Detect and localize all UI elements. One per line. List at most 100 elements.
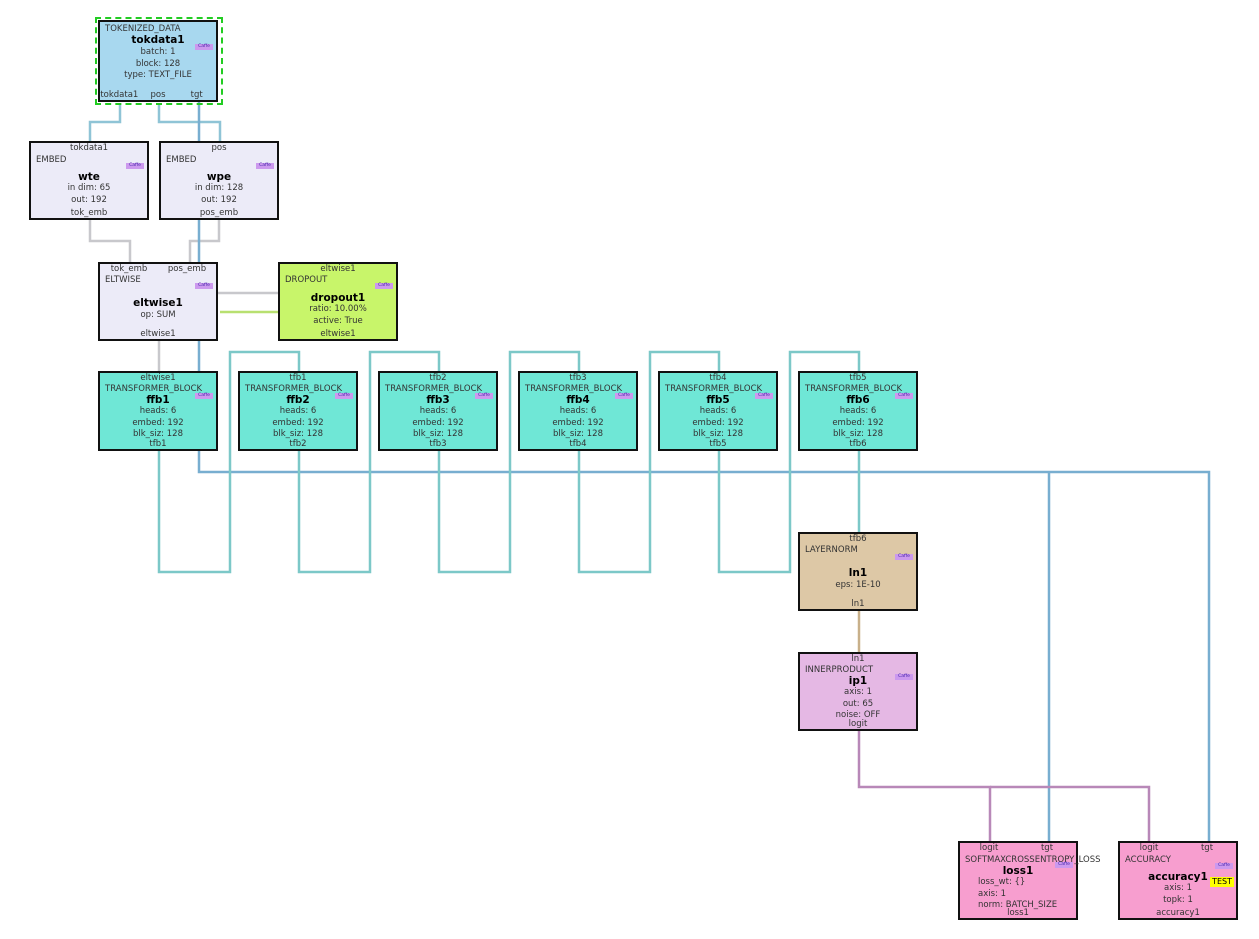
input-ports: logit tgt [960, 843, 1076, 853]
output-ports: tfb5 [660, 439, 776, 449]
input-port[interactable]: tok_emb [110, 264, 148, 274]
node-name: ffb4 [566, 394, 590, 406]
output-ports: tfb4 [520, 439, 636, 449]
node-params: axis: 1 topk: 1 [1120, 883, 1236, 906]
param: blk_siz: 128 [693, 429, 743, 439]
param: blk_siz: 128 [833, 429, 883, 439]
output-port[interactable]: tfb6 [849, 439, 867, 449]
node-name: ffb1 [146, 394, 170, 406]
output-port-tgt[interactable]: tgt [190, 90, 203, 100]
node-eltwise1[interactable]: tok_emb pos_emb ELTWISE Caffe eltwise1 o… [98, 262, 218, 341]
input-port[interactable]: tfb1 [289, 373, 307, 383]
caffe-badge: Caffe [375, 283, 393, 289]
input-port[interactable]: pos [211, 143, 227, 153]
node-params: heads: 6 embed: 192 blk_siz: 128 [240, 406, 356, 441]
output-port[interactable]: eltwise1 [140, 329, 176, 339]
node-ffb2[interactable]: tfb1 TRANSFORMER_BLOCK Caffe ffb2 heads:… [238, 371, 358, 451]
output-port[interactable]: tfb3 [429, 439, 447, 449]
node-params: heads: 6 embed: 192 blk_siz: 128 [100, 406, 216, 441]
caffe-badge: Caffe [335, 393, 353, 399]
node-ip1[interactable]: ln1 INNERPRODUCT Caffe ip1 axis: 1 out: … [798, 652, 918, 731]
input-port[interactable]: tfb3 [569, 373, 587, 383]
node-ln1[interactable]: tfb6 LAYERNORM Caffe ln1 eps: 1E-10 ln1 [798, 532, 918, 611]
input-ports: tfb6 [800, 534, 916, 544]
node-dropout1[interactable]: eltwise1 DROPOUT Caffe dropout1 ratio: 1… [278, 262, 398, 341]
output-port[interactable]: eltwise1 [320, 329, 356, 339]
input-port[interactable]: logit [979, 843, 999, 853]
output-port[interactable]: tfb2 [289, 439, 307, 449]
node-ffb3[interactable]: tfb2 TRANSFORMER_BLOCK Caffe ffb3 heads:… [378, 371, 498, 451]
node-name: ln1 [848, 567, 868, 579]
input-port[interactable]: tgt [1040, 843, 1054, 853]
output-port-tokdata1[interactable]: tokdata1 [100, 90, 139, 100]
input-port[interactable]: ln1 [851, 654, 865, 664]
node-type: TOKENIZED_DATA [105, 24, 181, 34]
param: blk_siz: 128 [273, 429, 323, 439]
output-port-pos[interactable]: pos [150, 90, 166, 100]
node-name: ffb6 [846, 394, 870, 406]
node-type: ELTWISE [105, 275, 141, 285]
input-ports: tokdata1 [31, 143, 147, 153]
output-port[interactable]: tfb4 [569, 439, 587, 449]
param: active: True [313, 315, 363, 326]
output-port[interactable]: ln1 [851, 599, 865, 609]
input-port[interactable]: logit [1139, 843, 1159, 853]
param: in dim: 128 [194, 183, 244, 193]
param: out: 192 [71, 194, 107, 205]
output-port[interactable]: tok_emb [70, 208, 108, 218]
output-port[interactable]: accuracy1 [1156, 908, 1200, 918]
output-port[interactable]: tfb5 [709, 439, 727, 449]
param: heads: 6 [279, 406, 317, 416]
input-port[interactable]: eltwise1 [140, 373, 176, 383]
input-port[interactable]: tokdata1 [69, 143, 108, 153]
input-port[interactable]: tfb2 [429, 373, 447, 383]
node-params: ratio: 10.00% active: True [280, 304, 396, 327]
node-tokdata1[interactable]: TOKENIZED_DATA Caffe tokdata1 batch: 1 b… [98, 20, 218, 102]
param: heads: 6 [839, 406, 877, 416]
param: embed: 192 [132, 417, 184, 428]
input-port[interactable]: eltwise1 [320, 264, 356, 274]
node-wte[interactable]: tokdata1 EMBED Caffe wte in dim: 65 out:… [29, 141, 149, 220]
input-port[interactable]: tfb5 [849, 373, 867, 383]
output-port[interactable]: loss1 [1007, 908, 1029, 918]
node-name: ffb2 [286, 394, 310, 406]
node-loss1[interactable]: logit tgt SOFTMAXCROSSENTROPY_LOSS Caffe… [958, 841, 1101, 920]
node-params: batch: 1 block: 128 type: TEXT_FILE [100, 47, 216, 82]
node-type: ACCURACY [1125, 855, 1171, 865]
caffe-badge: Caffe [615, 393, 633, 399]
output-port[interactable]: logit [848, 719, 868, 729]
wire-tgt [197, 93, 1211, 841]
input-ports: logit tgt [1120, 843, 1236, 853]
node-ffb4[interactable]: tfb3 TRANSFORMER_BLOCK Caffe ffb4 heads:… [518, 371, 638, 451]
node-wpe[interactable]: pos EMBED Caffe wpe in dim: 128 out: 192… [159, 141, 279, 220]
param: embed: 192 [272, 417, 324, 428]
node-params: heads: 6 embed: 192 blk_siz: 128 [520, 406, 636, 441]
node-ffb5[interactable]: tfb4 TRANSFORMER_BLOCK Caffe ffb5 heads:… [658, 371, 778, 451]
input-ports: ln1 [800, 654, 916, 664]
output-port[interactable]: pos_emb [199, 208, 239, 218]
test-badge: TEST [1210, 877, 1234, 887]
input-port[interactable]: tfb4 [709, 373, 727, 383]
param: in dim: 65 [67, 183, 111, 193]
output-ports: tfb2 [240, 439, 356, 449]
input-port[interactable]: tfb6 [849, 534, 867, 544]
node-type: TRANSFORMER_BLOCK [245, 384, 343, 394]
node-ffb6[interactable]: tfb5 TRANSFORMER_BLOCK Caffe ffb6 heads:… [798, 371, 918, 451]
node-params: axis: 1 out: 65 noise: OFF [800, 687, 916, 722]
output-ports: accuracy1 [1120, 908, 1236, 918]
input-ports: eltwise1 [280, 264, 396, 274]
output-ports: logit [800, 719, 916, 729]
input-ports: tfb4 [660, 373, 776, 383]
input-ports: eltwise1 [100, 373, 216, 383]
node-type: SOFTMAXCROSSENTROPY_LOSS [965, 855, 1101, 865]
input-port[interactable]: pos_emb [167, 264, 207, 274]
node-accuracy1[interactable]: logit tgt ACCURACY Caffe TEST accuracy1 … [1118, 841, 1238, 920]
wire-tfb4-ffb5 [577, 350, 721, 574]
input-ports: tfb5 [800, 373, 916, 383]
input-port[interactable]: tgt [1200, 843, 1214, 853]
param: embed: 192 [692, 417, 744, 428]
output-port[interactable]: tfb1 [149, 439, 167, 449]
node-ffb1[interactable]: eltwise1 TRANSFORMER_BLOCK Caffe ffb1 he… [98, 371, 218, 451]
node-name: wte [78, 171, 100, 183]
